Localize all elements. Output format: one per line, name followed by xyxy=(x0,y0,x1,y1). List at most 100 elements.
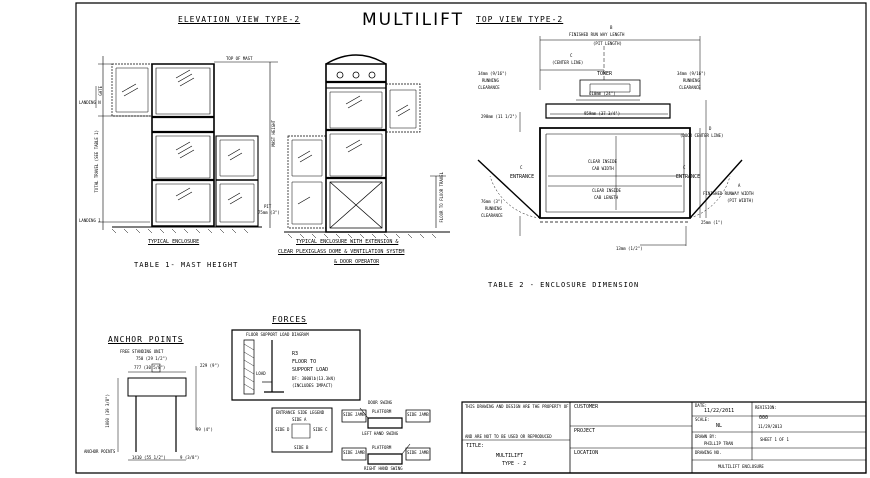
side-jamb-left-top: SIDE JAMB xyxy=(343,412,365,417)
anchor-dim-top: 750 (29 1/2") xyxy=(136,356,168,361)
drawing-no-label: DRAWING NO. xyxy=(695,450,722,455)
door-swing-label: DOOR SWING xyxy=(368,400,393,405)
dim-25: 25mm (1") xyxy=(701,220,723,225)
dim-a: A xyxy=(738,183,741,188)
top-of-mast-label: TOP OF MAST xyxy=(226,56,253,61)
table-1-caption: TABLE 1- MAST HEIGHT xyxy=(134,261,239,269)
clear-inside-cab-width-1: CLEAR INSIDE xyxy=(588,159,617,164)
pit-value-label: 75mm (3") xyxy=(258,210,280,215)
side-c-label: SIDE C xyxy=(313,427,328,432)
load-value-label: DF: 3000lb(13.3kN) xyxy=(292,376,336,381)
typical-enclosure-drawing xyxy=(96,56,278,233)
free-standing-label: FREE STANDING UNIT xyxy=(120,349,164,354)
entrance-left-label: ENTRANCE xyxy=(510,174,535,180)
date-label: DATE: xyxy=(695,403,708,408)
location-label: LOCATION xyxy=(574,450,599,456)
elevation-view-heading: ELEVATION VIEW TYPE-2 xyxy=(178,15,301,24)
running-clearance-bottom-2: RUNNING xyxy=(485,206,502,211)
right-hand-swing-label: RIGHT HAND SWING xyxy=(364,466,403,471)
revision-label: REVISION: xyxy=(755,405,777,410)
anchor-dim-bottom: 1410 (55 1/2") xyxy=(132,455,166,460)
title-block-lines xyxy=(462,402,866,473)
side-jamb-left-bottom: SIDE JAMB xyxy=(343,450,365,455)
pit-label: PIT xyxy=(264,204,272,209)
notice-line-2: AND ARE NOT TO BE USED OR REPRODUCED xyxy=(465,434,552,439)
dim-c-right: C xyxy=(683,165,686,170)
dim-c-top: C xyxy=(570,53,573,58)
side-a-label: SIDE A xyxy=(292,417,307,422)
title-value-2: TYPE - 2 xyxy=(502,461,527,467)
top-view-heading: TOP VIEW TYPE-2 xyxy=(476,15,564,24)
running-clearance-left-1: 34mm (9/16") xyxy=(478,71,507,76)
anchor-dim-right-bottom: 99 (4") xyxy=(196,427,213,432)
side-jamb-right-bottom: SIDE JAMB xyxy=(407,450,429,455)
typical-enclosure-caption: TYPICAL ENCLOSURE xyxy=(148,239,200,245)
landing-1-label: LANDING 1 xyxy=(79,218,101,223)
top-view-drawing xyxy=(478,36,742,246)
mast-height-label: MAST HEIGHT xyxy=(271,120,276,147)
dim-610: 610mm (24") xyxy=(589,91,616,96)
enclosure-with-extension-drawing xyxy=(284,55,450,238)
date-value: 11/22/2011 xyxy=(704,408,735,414)
revision-value: 000 xyxy=(759,415,769,421)
title-label: TITLE: xyxy=(466,443,485,449)
platform-bottom-label: PLATFORM xyxy=(372,445,392,450)
notice-line-1: THIS DRAWING AND DESIGN ARE THE PROPERTY… xyxy=(465,404,569,409)
anchor-dim-inner: 777 (30 5/8") xyxy=(134,365,166,370)
side-d-label: SIDE D xyxy=(275,427,290,432)
anchor-dim-left: 1000 (39 3/8") xyxy=(105,394,110,428)
dim-959: 959mm (37 3/4") xyxy=(584,111,621,116)
project-label: PROJECT xyxy=(574,428,596,434)
tower-label: TOWER xyxy=(597,71,613,77)
extension-caption-3: & DOOR OPERATOR xyxy=(334,259,380,265)
scale-value: NL xyxy=(716,423,723,429)
dim-c-left: C xyxy=(520,165,523,170)
running-clearance-bottom-3: CLEARANCE xyxy=(481,213,503,218)
drawn-by-label: DRAWN BY: xyxy=(695,434,717,439)
anchor-dim-bottom-right: 9 (3/8") xyxy=(180,455,200,460)
dim-d: D xyxy=(709,126,712,131)
anchor-dim-right-top: 229 (9") xyxy=(200,363,220,368)
total-travel-label: TOTAL TRAVEL (SEE TABLE 1) xyxy=(94,130,99,193)
running-clearance-bottom-1: 76mm (3") xyxy=(481,199,503,204)
customer-label: CUSTOMER xyxy=(574,404,599,410)
clear-inside-cab-width-2: CAB WIDTH xyxy=(592,166,614,171)
side-b-label: SIDE B xyxy=(294,445,309,450)
anchor-points-drawing xyxy=(118,364,196,460)
clear-inside-cab-length-1: CLEAR INSIDE xyxy=(592,188,621,193)
entrance-right-label: ENTRANCE xyxy=(676,174,701,180)
side-jamb-right-top: SIDE JAMB xyxy=(407,412,429,417)
door-center-line-label: (DOOR CENTER LINE) xyxy=(680,133,724,138)
floor-support-label: FLOOR SUPPORT LOAD DIAGRAM xyxy=(246,332,309,337)
entrance-side-legend: ENTRANCE SIDE LEGEND xyxy=(276,410,325,415)
extension-caption-1: TYPICAL ENCLOSURE WITH EXTENSION & xyxy=(296,239,399,245)
title-value: MULTILIFT xyxy=(496,453,524,459)
running-clearance-left-2: RUNNING xyxy=(482,78,499,83)
platform-top-label: PLATFORM xyxy=(372,409,392,414)
anchor-points-label: ANCHOR POINTS xyxy=(84,449,116,454)
pit-length-label: (PIT LENGTH) xyxy=(593,41,622,46)
running-clearance-right-3: CLEARANCE xyxy=(679,85,701,90)
forces-drawing xyxy=(232,330,360,400)
drawing-no-value: MULTILIFT ENCLOSURE xyxy=(718,464,764,469)
clear-inside-cab-length-2: CAB LENGTH xyxy=(594,195,619,200)
forces-heading: FORCES xyxy=(272,315,307,324)
table-2-caption: TABLE 2 - ENCLOSURE DIMENSION xyxy=(488,281,640,289)
running-clearance-right-2: RUNNING xyxy=(683,78,700,83)
impact-label: (INCLUDES IMPACT) xyxy=(292,383,333,388)
finished-runway-width-label: FINISHED RUNWAY WIDTH xyxy=(703,191,754,196)
finished-run-way-length-label: FINISHED RUN WAY LENGTH xyxy=(569,32,625,37)
drawn-by-value: PHILLIP TRAN xyxy=(704,441,733,446)
extension-caption-2: CLEAR PLEXIGLASS DOME & VENTILATION SYST… xyxy=(278,249,405,255)
dim-13: 13mm (1/2") xyxy=(616,246,643,251)
floor-to-floor-label: FLOOR TO FLOOR TRAVEL xyxy=(439,172,444,223)
floor-to-support-1: FLOOR TO xyxy=(292,359,317,365)
sheet-label: SHEET 1 OF 1 xyxy=(760,437,789,442)
r3-label: R3 xyxy=(292,351,299,357)
left-hand-swing-label: LEFT HAND SWING xyxy=(362,431,399,436)
anchor-points-heading: ANCHOR POINTS xyxy=(108,335,184,344)
center-line-label: (CENTER LINE) xyxy=(552,60,584,65)
gate-label: GATE xyxy=(98,86,103,96)
